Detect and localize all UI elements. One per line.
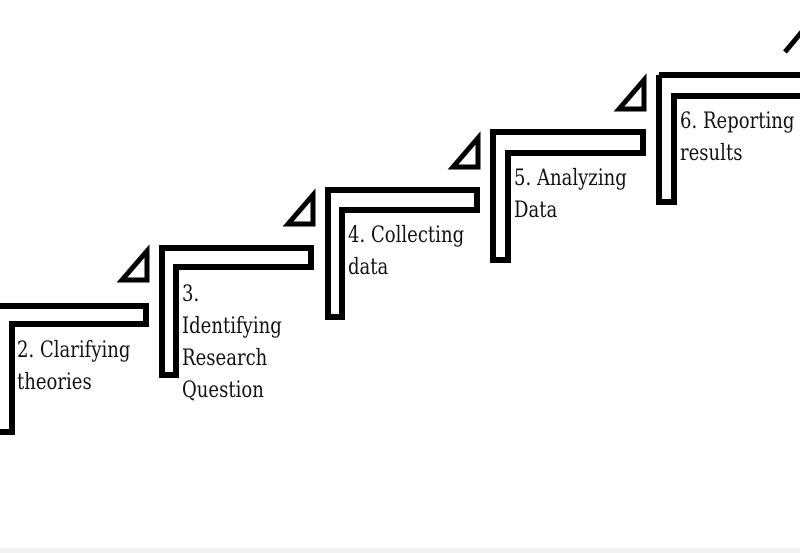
step-1-shape [0, 303, 149, 435]
step-3-label-line-2: data [348, 255, 389, 280]
step-5-label-line-1: 6. Reporting [680, 109, 795, 134]
step-2-label-line-2: Identifying [182, 314, 282, 339]
step-1-arrow-icon [116, 244, 150, 283]
step-4-shape [490, 129, 646, 263]
bottom-divider [0, 548, 800, 553]
step-1-label-line-1: 2. Clarifying [17, 338, 131, 363]
step-5-shape [656, 72, 800, 205]
step-5-arrow-icon [783, 30, 800, 54]
step-3-label-line-1: 4. Collecting [348, 223, 465, 248]
step-3-label: 4. Collecting data [348, 220, 464, 284]
step-1-label-line-2: theories [17, 370, 92, 395]
step-2-shape [159, 245, 314, 378]
step-5-label: 6. Reporting results [680, 106, 794, 170]
step-2-label-line-3: Research [182, 346, 268, 371]
step-4-label: 5. Analyzing Data [514, 163, 627, 227]
step-2-label: 3. Identifying Research Question [182, 279, 282, 407]
step-4-arrow-icon [613, 73, 647, 112]
step-2-label-line-4: Question [182, 378, 264, 403]
step-4-label-line-1: 5. Analyzing [514, 166, 627, 191]
step-5-label-line-2: results [680, 141, 743, 166]
step-1-label: 2. Clarifying theories [17, 335, 130, 399]
step-3-shape [325, 187, 480, 320]
step-4-label-line-2: Data [514, 198, 558, 223]
step-3-arrow-icon [447, 131, 481, 170]
step-2-arrow-icon [282, 188, 316, 227]
step-2-label-line-1: 3. [182, 282, 200, 307]
